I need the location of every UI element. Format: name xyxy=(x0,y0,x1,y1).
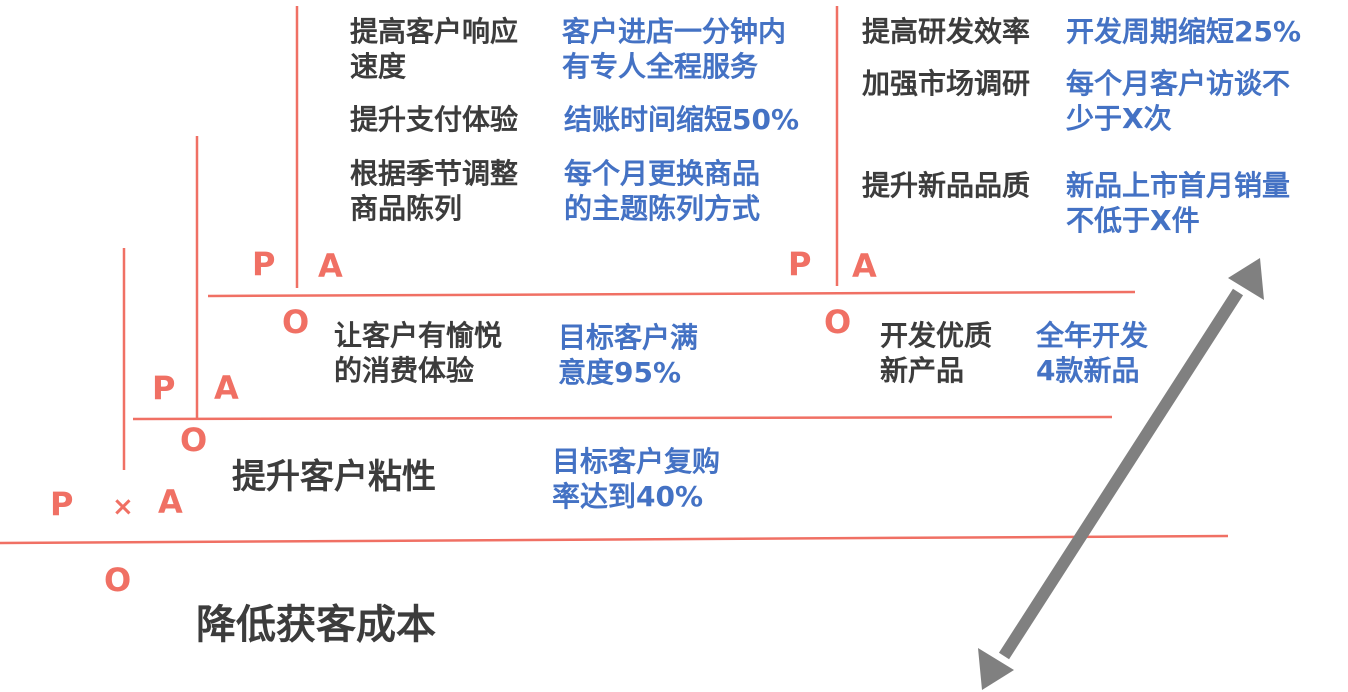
level2b-action-text: 开发优质 新产品 xyxy=(880,319,993,387)
root-o-label: O xyxy=(104,561,132,599)
level3-right-row2-target: 每个月客户访谈不 少于X次 xyxy=(1066,67,1291,135)
level2-a-label: A xyxy=(318,247,343,285)
level3-left-row1-action: 提高客户响应 速度 xyxy=(350,15,519,83)
level1-horizontal-line xyxy=(132,415,1113,421)
level3-right-row3-target: 新品上市首月销量 不低于X件 xyxy=(1066,169,1291,237)
level3-right-a-label: A xyxy=(852,247,877,285)
level2b-target-text: 全年开发 4款新品 xyxy=(1036,319,1149,387)
level3-right-row1-target: 开发周期缩短25% xyxy=(1066,15,1302,48)
level3-left-row3-target: 每个月更换商品 的主题陈列方式 xyxy=(564,157,761,225)
level1-target-text: 目标客户复购 率达到40% xyxy=(552,445,721,513)
level3-left-row1-target: 客户进店一分钟内 有专人全程服务 xyxy=(562,15,787,83)
level1-o-label: O xyxy=(180,421,208,459)
level3-right-p-label: P xyxy=(788,245,812,283)
level1-action-text: 提升客户粘性 xyxy=(232,457,436,497)
level2-o-label: O xyxy=(282,303,310,341)
root-p-label: P xyxy=(50,485,74,523)
root-objective-text: 降低获客成本 xyxy=(196,602,436,648)
root-times-symbol: × xyxy=(112,492,134,522)
level2-target-text: 目标客户满 意度95% xyxy=(558,321,699,389)
level1-p-label: P xyxy=(152,369,176,407)
level2-horizontal-line xyxy=(207,290,1136,298)
level3-left-row2-action: 提升支付体验 xyxy=(350,103,519,136)
root-a-label: A xyxy=(158,483,183,521)
level3-right-row1-action: 提高研发效率 xyxy=(862,15,1031,48)
level3-left-row3-action: 根据季节调整 商品陈列 xyxy=(350,157,519,225)
level3-right-row2-action: 加强市场调研 xyxy=(862,67,1031,100)
double-arrow-icon xyxy=(978,258,1264,690)
root-horizontal-line xyxy=(0,534,1229,545)
level2-action-text: 让客户有愉悦 的消费体验 xyxy=(334,319,503,387)
level2-p-label: P xyxy=(252,245,276,283)
level3-left-row2-target: 结账时间缩短50% xyxy=(564,103,800,136)
level3-right-row3-action: 提升新品品质 xyxy=(862,169,1031,202)
level3-right-o-label: O xyxy=(824,303,852,341)
level1-a-label: A xyxy=(214,369,239,407)
